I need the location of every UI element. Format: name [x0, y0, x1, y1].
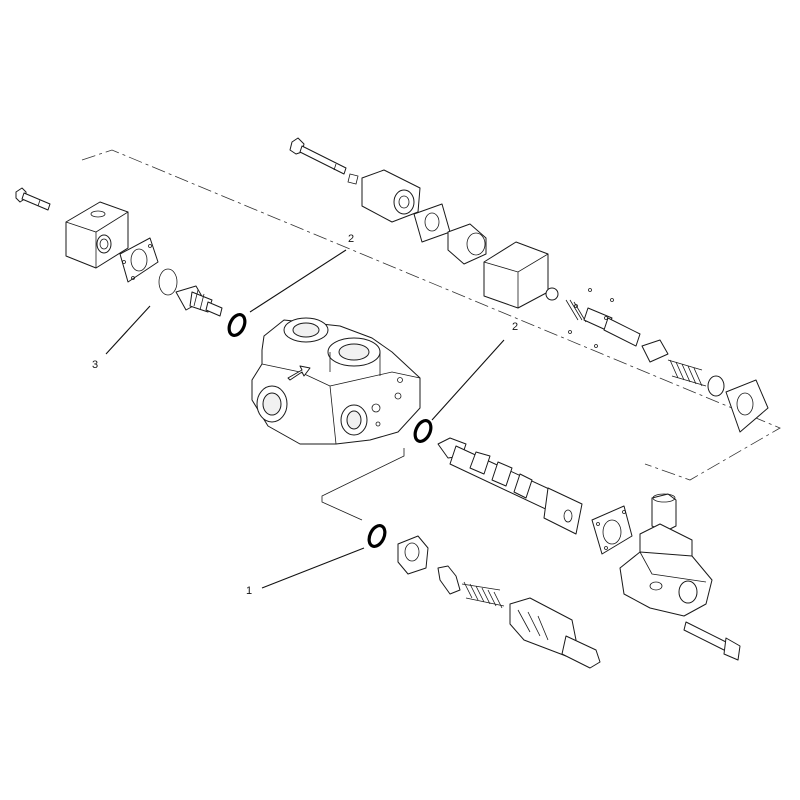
- callout-2-lower-group: 2: [431, 321, 518, 421]
- spool-bracket-line: [321, 448, 405, 521]
- pilot-spring: [667, 359, 707, 387]
- right-sleeve: [447, 223, 487, 265]
- callout-2-upper: 2: [348, 233, 354, 245]
- o-ring-lower: [367, 524, 387, 548]
- spool-end-gasket: [591, 505, 633, 555]
- callout-3-group: 3: [92, 305, 151, 371]
- left-cap-bolt: [15, 187, 51, 211]
- relief-valve-cartridge: [397, 535, 601, 669]
- check-ball: [545, 287, 559, 301]
- pilot-seat: [641, 339, 669, 363]
- relief-poppet: [437, 565, 461, 595]
- callout-2-upper-leader: [249, 249, 347, 313]
- assembly-centerline: [81, 149, 781, 481]
- right-solenoid-assembly: [289, 137, 769, 433]
- relief-spring: [461, 581, 505, 609]
- left-cap-gasket: [119, 237, 159, 283]
- left-cartridge-valve: [175, 285, 223, 317]
- callout-1-leader: [261, 547, 365, 589]
- right-solenoid-coil: [361, 169, 421, 223]
- pilot-spool: [565, 288, 641, 348]
- callout-3-leader: [105, 305, 151, 355]
- callout-2-upper-group: 2: [249, 233, 354, 313]
- relief-seat: [397, 535, 429, 575]
- callout-3: 3: [92, 359, 98, 371]
- callout-1: 1: [246, 585, 252, 597]
- right-gasket: [413, 203, 451, 243]
- valve-body: [251, 317, 421, 445]
- o-ring-middle: [413, 419, 433, 443]
- main-spool: [437, 437, 583, 535]
- right-cap-block: [483, 241, 549, 309]
- left-cap-ring: [158, 268, 178, 296]
- relief-adjust-stem: [561, 635, 601, 669]
- lever-housing-bolt: [683, 621, 741, 661]
- right-cap-bolt: [289, 137, 347, 175]
- left-cap-block: [65, 201, 129, 269]
- callout-2-lower-leader: [431, 339, 505, 421]
- right-end-gasket: [725, 379, 769, 433]
- o-ring-upper-left: [227, 313, 247, 337]
- callout-2-lower: 2: [512, 321, 518, 333]
- pilot-end-ring: [707, 375, 725, 397]
- lever-housing: [619, 493, 713, 617]
- left-solenoid-cap-assembly: [15, 187, 223, 317]
- flow-arrow: [287, 365, 311, 381]
- right-cap-washer: [347, 173, 359, 185]
- callout-1-group: 1: [246, 547, 365, 597]
